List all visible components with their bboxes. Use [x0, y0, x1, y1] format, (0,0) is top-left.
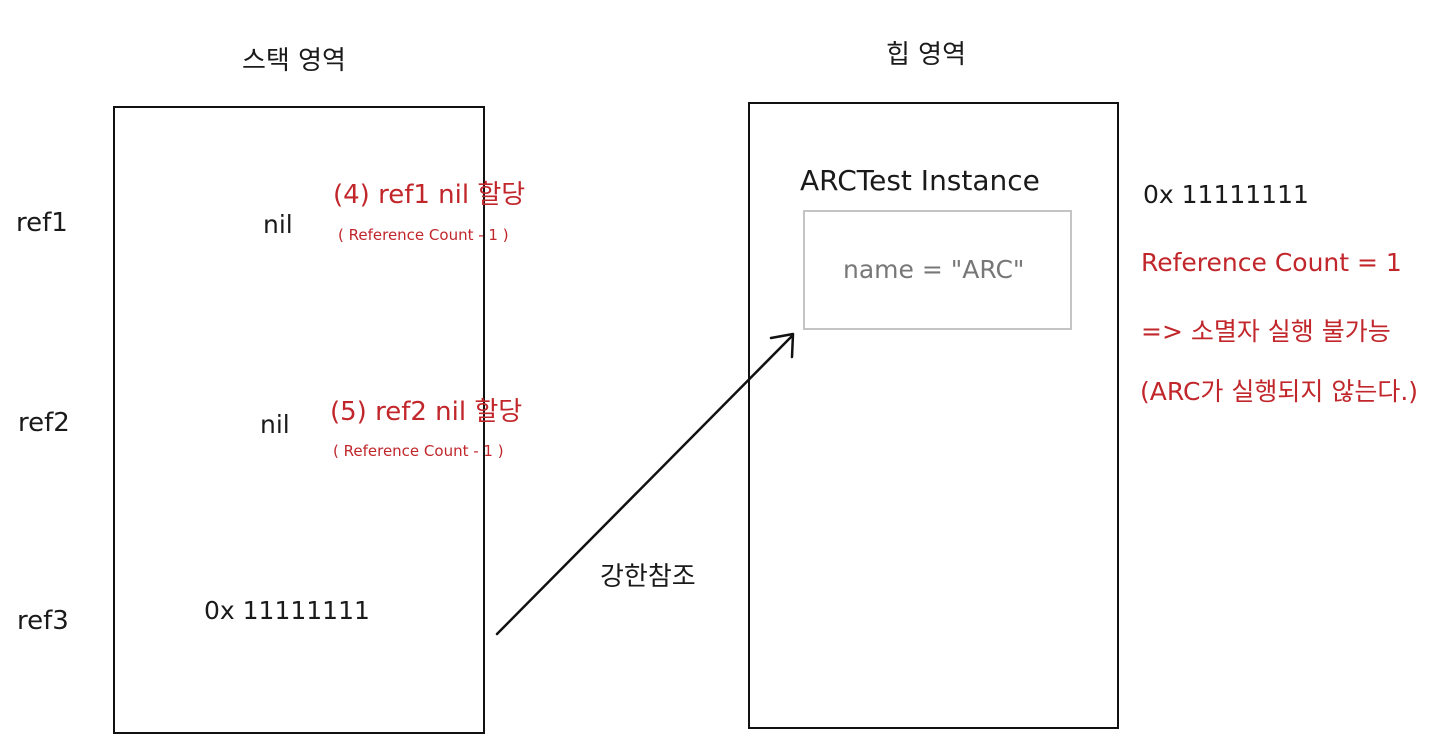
ref2-nil-note: (5) ref2 nil 할당: [330, 397, 523, 427]
strong-reference-label: 강한참조: [600, 562, 696, 592]
arrow-head: [769, 332, 795, 359]
arrow-line: [495, 334, 794, 636]
arc-not-run-note: (ARC가 실행되지 않는다.): [1140, 377, 1419, 406]
ref2-value: nil: [260, 410, 290, 439]
ref1-count-note: ( Reference Count - 1 ): [338, 226, 509, 244]
stack-box: [113, 106, 485, 734]
ref1-nil-note: (4) ref1 nil 할당: [333, 180, 526, 210]
ref2-count-note: ( Reference Count - 1 ): [333, 442, 504, 460]
instance-property: name = "ARC": [843, 255, 1025, 284]
heap-box: [748, 102, 1119, 729]
instance-title: ARCTest Instance: [800, 164, 1040, 197]
ref3-value: 0x 11111111: [204, 596, 370, 625]
instance-address: 0x 11111111: [1143, 180, 1309, 209]
ref3-label: ref3: [17, 606, 69, 636]
heap-title: 힙 영역: [886, 40, 967, 70]
ref1-label: ref1: [16, 208, 68, 238]
reference-count-note: Reference Count = 1: [1141, 248, 1402, 277]
destructor-note: => 소멸자 실행 불가능: [1141, 317, 1391, 346]
ref1-value: nil: [263, 210, 293, 239]
ref2-label: ref2: [18, 408, 70, 438]
instance-property-box: [803, 210, 1072, 330]
stack-title: 스택 영역: [242, 46, 346, 76]
